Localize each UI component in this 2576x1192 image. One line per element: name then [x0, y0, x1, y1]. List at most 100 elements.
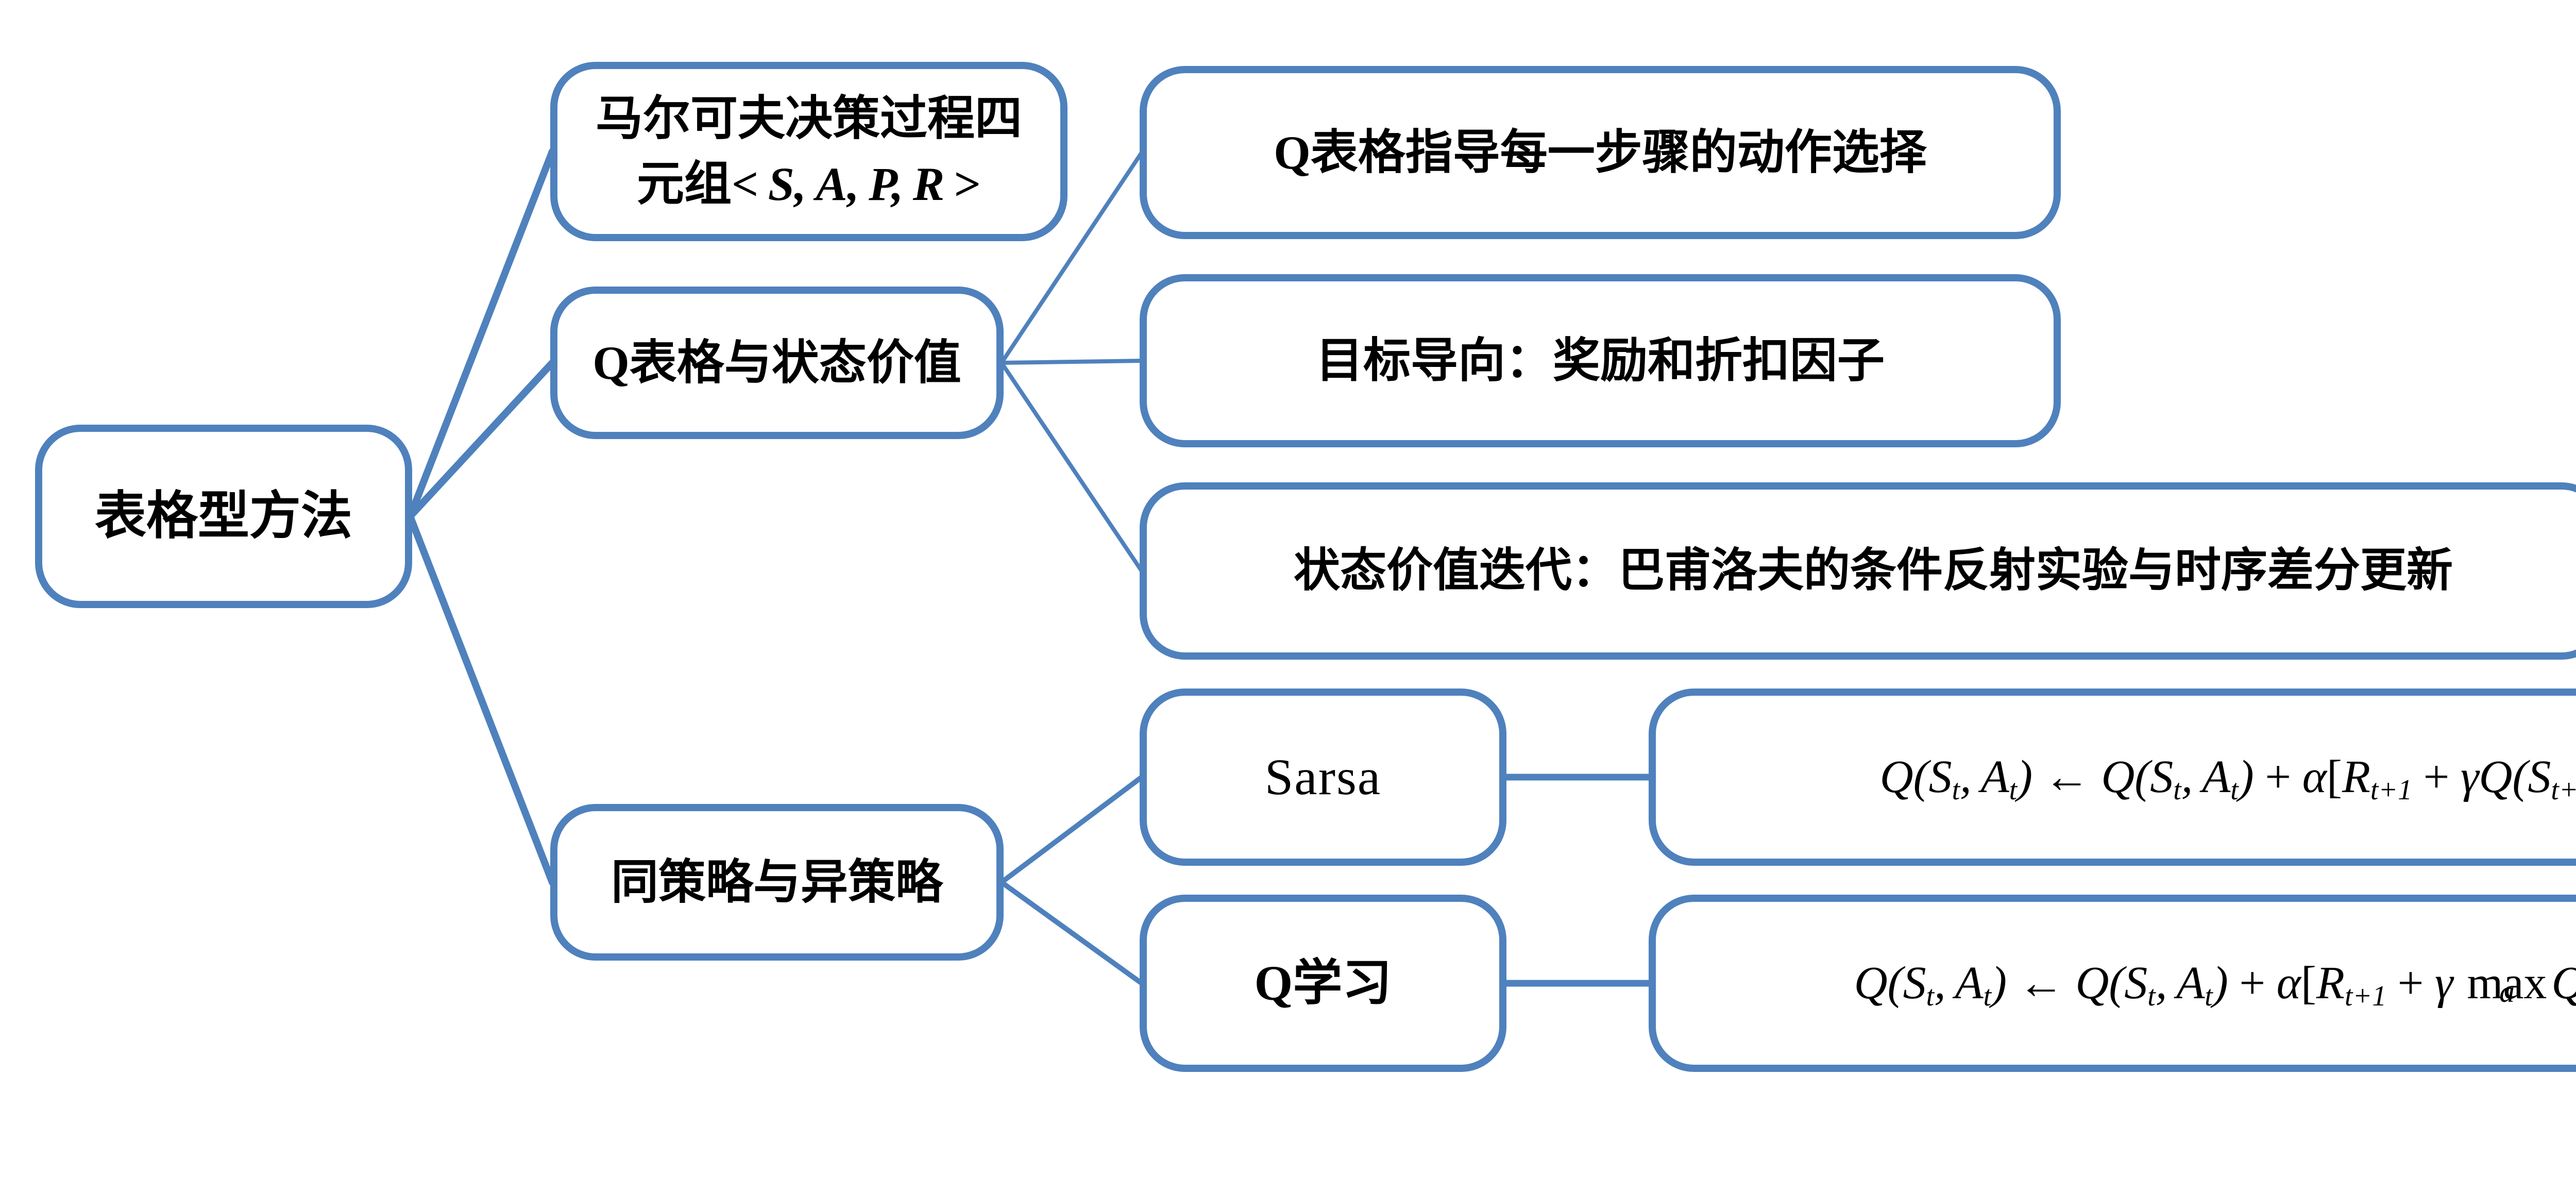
formula-token: St [1929, 751, 1960, 804]
node-label: Q表格指导每一步骤的动作选择 [1274, 126, 1927, 179]
node-label: 元组 [636, 158, 732, 210]
edge-policy-qlearn [999, 880, 1144, 986]
formula-token-text: , [1934, 957, 1946, 1009]
formula-token: [ [2327, 751, 2342, 802]
formula-subscript: t [2147, 980, 2156, 1013]
formula-token: , [794, 158, 806, 210]
node-label: 状态价值迭代：巴甫洛夫的条件反射实验与时序差分更新 [1294, 545, 2453, 596]
formula-token-text: α [2276, 957, 2301, 1009]
formula-token-text: P [869, 158, 892, 210]
formula-token-text: ( [1913, 751, 1929, 802]
formula-token: S [768, 158, 794, 210]
edge-root-mdp [406, 148, 556, 520]
formula-token-text: ) [2212, 957, 2228, 1009]
formula-subscript: t [2009, 774, 2018, 807]
formula-token-text: S [2150, 751, 2174, 802]
formula-token: At [1955, 957, 1992, 1013]
formula-token: [ [2301, 958, 2316, 1009]
formula-token-text: A [816, 158, 848, 210]
formula-token-text: S [1903, 957, 1926, 1009]
formula-subscript: t [1983, 980, 1992, 1013]
node-label: Sarsa [1264, 748, 1382, 805]
edge-qtable-c1 [999, 150, 1144, 365]
formula-token-text: γ [2434, 957, 2453, 1009]
node-label: 同策略与异策略 [611, 855, 943, 909]
edge-qtable-c2 [999, 359, 1144, 365]
formula-token-text: + [2239, 957, 2266, 1009]
node-goal-reward-discount: 目标导向：奖励和折扣因子 [1140, 274, 2061, 447]
formula-token: + [2265, 751, 2291, 802]
formula-token: γ [2435, 958, 2453, 1009]
node-line: 目标导向：奖励和折扣因子 [1316, 328, 1885, 394]
formula-token-text: A [1955, 957, 1984, 1009]
formula-token-text: , [891, 158, 904, 210]
formula-token: + [2424, 751, 2450, 802]
node-tabular-methods: 表格型方法 [35, 425, 412, 608]
node-value-iteration-td: 状态价值迭代：巴甫洛夫的条件反射实验与时序差分更新 [1140, 482, 2576, 660]
formula-subscript: t [2205, 980, 2213, 1013]
formula-token: Q [1854, 958, 1888, 1009]
node-line: 马尔可夫决策过程四 [596, 86, 1022, 152]
edge-policy-sarsa [999, 775, 1144, 885]
formula-token: P [869, 158, 891, 210]
edge-root-qtable [406, 359, 556, 520]
formula-token-text: Q [1854, 957, 1888, 1009]
formula-token: ( [1913, 751, 1929, 802]
formula-token: max [2467, 957, 2547, 1009]
formula-token-text: Q [2075, 957, 2109, 1009]
formula-token: ( [2134, 751, 2150, 802]
formula-subscript: t+1 [2551, 774, 2576, 807]
node-q-learning: Q学习 [1140, 895, 1506, 1072]
formula-token: + [2398, 958, 2424, 1009]
formula-token: ← [2018, 958, 2064, 1009]
formula-token-text: ) [1991, 957, 2007, 1009]
node-label: 表格型方法 [95, 488, 352, 545]
formula-token-text: + [2423, 751, 2450, 802]
formula-token-text: , [794, 158, 806, 210]
formula-subscript: t [1926, 980, 1935, 1013]
formula-token: Rt+1 [2316, 958, 2387, 1013]
node-label: 马尔可夫决策过程四 [595, 92, 1022, 145]
node-q-learning-update-formula: Q(St,At)←Q(St,At)+α[Rt+1+γmaxaQ(St+1,a)−… [1649, 895, 2576, 1072]
formula-token-text: , [2181, 751, 2193, 802]
formula-token: Rt+1 [2342, 751, 2412, 804]
formula-token: ( [2512, 751, 2528, 802]
edge-qtable-c3 [999, 361, 1144, 573]
formula-subscript: t+1 [2370, 774, 2412, 807]
formula-token-text: , [1960, 751, 1972, 802]
formula-token-text: + [2397, 957, 2424, 1009]
node-label: Q学习 [1254, 955, 1392, 1011]
formula-token-text: ( [2512, 751, 2528, 802]
node-line: 元组<S,A,P,R> [637, 152, 981, 217]
formula-token: St [2124, 957, 2156, 1013]
node-line: 状态价值迭代：巴甫洛夫的条件反射实验与时序差分更新 [1294, 539, 2453, 603]
formula-token-text: γ [2460, 751, 2479, 802]
node-sarsa-update-formula: Q(St,At)←Q(St,At)+α[Rt+1+γQ(St+1,At+1)−Q… [1649, 689, 2576, 866]
formula-token: St [2150, 751, 2181, 804]
formula-token: Q [2075, 958, 2109, 1009]
formula-token-text: [ [2326, 751, 2342, 802]
formula-token: ) [2239, 751, 2254, 802]
node-mdp-tuple: 马尔可夫决策过程四元组<S,A,P,R> [550, 62, 1067, 241]
formula-token-text: ( [2109, 957, 2125, 1009]
formula-token-text: ( [2134, 751, 2150, 802]
formula-token-text: + [2265, 751, 2292, 802]
formula-token-text: S [2124, 957, 2148, 1009]
formula-subscript: t [2173, 774, 2181, 807]
formula-token-text: R [912, 158, 945, 210]
formula-token: + [2239, 958, 2265, 1009]
node-line: 表格型方法 [95, 481, 352, 552]
formula-token: , [891, 158, 903, 210]
formula-token: ( [1888, 958, 1903, 1009]
formula-token: , [1934, 958, 1946, 1009]
formula-subscript: t+1 [2344, 980, 2387, 1013]
formula-token-text: A [1980, 751, 2009, 802]
node-qtable-action-choice: Q表格指导每一步骤的动作选择 [1140, 66, 2061, 239]
formula-token: R [913, 158, 944, 210]
formula-token: ) [2213, 958, 2228, 1009]
node-line: Q表格指导每一步骤的动作选择 [1274, 120, 1927, 186]
formula-token: Q [2551, 958, 2576, 1009]
formula-token-text: , [847, 158, 859, 210]
